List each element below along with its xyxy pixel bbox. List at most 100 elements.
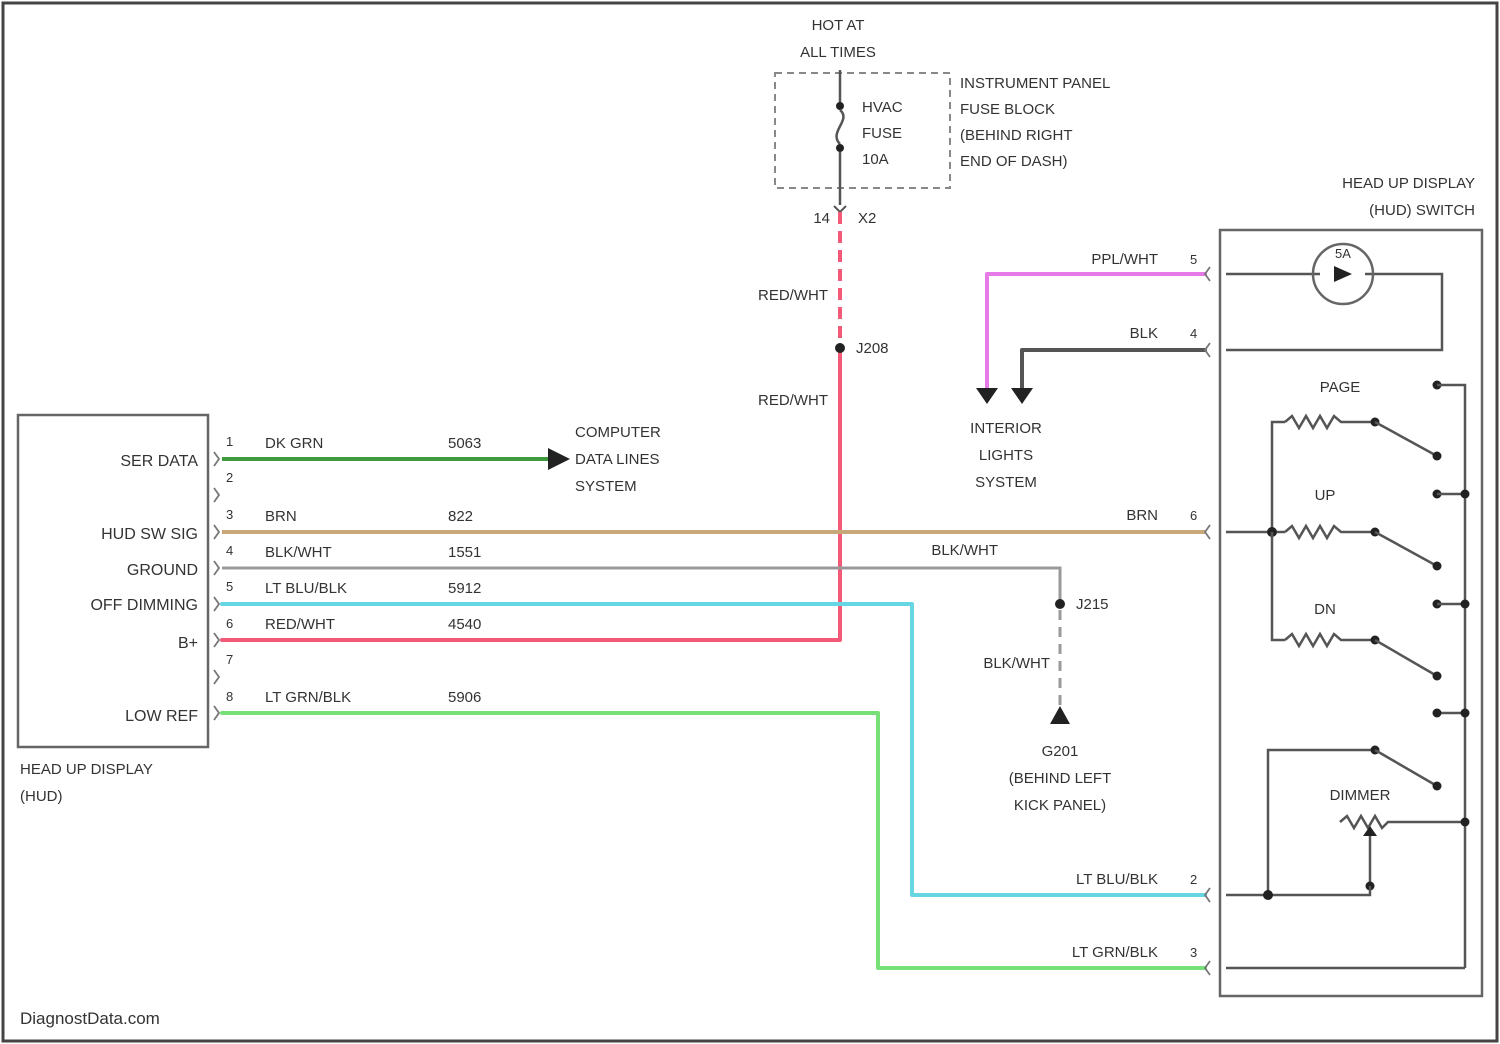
label-pin8-color: LT GRN/BLK xyxy=(265,689,351,706)
dimmer-potentiometer-icon xyxy=(1340,816,1465,828)
label-pin8-circuit: 5906 xyxy=(448,689,481,706)
switch-title-line1: HEAD UP DISPLAY xyxy=(1342,175,1475,192)
hud-pin-1: 1 xyxy=(226,434,233,449)
arrow-to-computer-icon xyxy=(548,448,570,470)
wire-labels: DK GRN 5063 BRN 822 BLK/WHT 1551 LT BLU/… xyxy=(265,287,1109,706)
label-ground-bottom: BLK/WHT xyxy=(983,655,1050,672)
label-splice-j208: J208 xyxy=(856,340,889,357)
interior-lights-line2: LIGHTS xyxy=(979,447,1033,464)
switch-contact-dimmer xyxy=(1375,750,1437,786)
label-pin6-circuit: 4540 xyxy=(448,616,481,633)
fuse-name-line1: HVAC xyxy=(862,99,903,116)
hud-switch: HEAD UP DISPLAY (HUD) SWITCH PPL/WHT 5 B… xyxy=(1072,175,1482,996)
switch-wire-lt-blu-blk: LT BLU/BLK xyxy=(1076,871,1158,888)
ground-g201: G201 (BEHIND LEFT KICK PANEL) xyxy=(1009,706,1112,814)
switch-wire-blk: BLK xyxy=(1130,325,1158,342)
fuse-connector: X2 xyxy=(858,210,876,227)
hud-signal-b-plus: B+ xyxy=(178,635,198,652)
label-pin5-color: LT BLU/BLK xyxy=(265,580,347,597)
hud-signal-ground: GROUND xyxy=(127,562,198,579)
resistor-up-icon xyxy=(1285,526,1375,538)
label-pin4-color: BLK/WHT xyxy=(265,544,332,561)
splice-j208-dot xyxy=(835,343,845,353)
hud-signal-off-dimming: OFF DIMMING xyxy=(90,597,198,614)
switch-button-dimmer: DIMMER xyxy=(1330,787,1391,804)
switch-contact-dn xyxy=(1375,640,1437,676)
interior-lights-line3: SYSTEM xyxy=(975,474,1037,491)
hud-component: HEAD UP DISPLAY (HUD) SER DATA HUD SW SI… xyxy=(18,415,233,805)
switch-connector-terminals xyxy=(1205,267,1210,975)
ground-location-line2: KICK PANEL) xyxy=(1014,797,1106,814)
ground-location-line1: (BEHIND LEFT xyxy=(1009,770,1112,787)
fuse-location-line1: INSTRUMENT PANEL xyxy=(960,75,1110,92)
label-pin1-color: DK GRN xyxy=(265,435,323,452)
label-red-wht-lower: RED/WHT xyxy=(758,392,828,409)
interior-lights-line1: INTERIOR xyxy=(970,420,1042,437)
switch-pin-5: 5 xyxy=(1190,252,1197,267)
watermark: DiagnostData.com xyxy=(20,1009,160,1028)
label-pin6-color: RED/WHT xyxy=(265,616,335,633)
switch-title-line2: (HUD) SWITCH xyxy=(1369,202,1475,219)
wire-ppl-wht xyxy=(987,274,1205,388)
label-pin1-circuit: 5063 xyxy=(448,435,481,452)
hud-signal-hud-sw-sig: HUD SW SIG xyxy=(101,526,198,543)
switch-wire-ppl-wht: PPL/WHT xyxy=(1091,251,1158,268)
hud-pin-8: 8 xyxy=(226,689,233,704)
lamp-rating: 5A xyxy=(1335,246,1351,261)
switch-button-page: PAGE xyxy=(1320,379,1361,396)
fuse-hot-line2: ALL TIMES xyxy=(800,44,876,61)
hud-pin-4: 4 xyxy=(226,543,233,558)
hud-pin-3: 3 xyxy=(226,507,233,522)
computer-data-lines-line2: DATA LINES xyxy=(575,451,659,468)
switch-pin-3: 3 xyxy=(1190,945,1197,960)
hud-title-line2: (HUD) xyxy=(20,788,63,805)
hud-pin-5: 5 xyxy=(226,579,233,594)
label-pin5-circuit: 5912 xyxy=(448,580,481,597)
wire-blk-wht-top xyxy=(222,568,1060,600)
switch-pin-4: 4 xyxy=(1190,326,1197,341)
switch-pin-6: 6 xyxy=(1190,508,1197,523)
hud-signal-ser-data: SER DATA xyxy=(120,453,198,470)
wire-blk xyxy=(1022,350,1205,388)
fuse-location-line4: END OF DASH) xyxy=(960,153,1068,170)
arrow-interior-2-icon xyxy=(1011,388,1033,404)
fuse-name-line2: FUSE xyxy=(862,125,902,142)
switch-pin-2: 2 xyxy=(1190,872,1197,887)
label-pin4-circuit: 1551 xyxy=(448,544,481,561)
hud-pin-2: 2 xyxy=(226,470,233,485)
ground-name: G201 xyxy=(1042,743,1079,760)
fuse-block: HOT AT ALL TIMES HVAC FUSE 10A INSTRUMEN… xyxy=(775,17,1110,227)
label-splice-j215: J215 xyxy=(1076,596,1109,613)
switch-wire-lt-grn-blk: LT GRN/BLK xyxy=(1072,944,1158,961)
resistor-page-icon xyxy=(1285,416,1375,428)
fuse-location-line2: FUSE BLOCK xyxy=(960,101,1055,118)
switch-button-dn: DN xyxy=(1314,601,1336,618)
fuse-rating: 10A xyxy=(862,151,889,168)
hud-connector-terminals xyxy=(214,452,219,720)
resistor-dn-icon xyxy=(1285,634,1375,646)
fuse-location-line3: (BEHIND RIGHT xyxy=(960,127,1073,144)
destinations: COMPUTER DATA LINES SYSTEM INTERIOR LIGH… xyxy=(575,420,1042,495)
computer-data-lines-line3: SYSTEM xyxy=(575,478,637,495)
ground-icon xyxy=(1050,706,1070,724)
label-red-wht-upper: RED/WHT xyxy=(758,287,828,304)
label-pin3-circuit: 822 xyxy=(448,508,473,525)
switch-contact-up xyxy=(1375,532,1437,566)
label-ground-top: BLK/WHT xyxy=(931,542,998,559)
label-pin3-color: BRN xyxy=(265,508,297,525)
switch-contact-page xyxy=(1375,422,1437,456)
computer-data-lines-line1: COMPUTER xyxy=(575,424,661,441)
fuse-pin-number: 14 xyxy=(813,210,830,227)
switch-button-up: UP xyxy=(1315,487,1336,504)
hud-signal-low-ref: LOW REF xyxy=(125,708,198,725)
switch-wire-brn: BRN xyxy=(1126,507,1158,524)
hud-title-line1: HEAD UP DISPLAY xyxy=(20,761,153,778)
hud-pin-6: 6 xyxy=(226,616,233,631)
arrow-interior-1-icon xyxy=(976,388,998,404)
wires xyxy=(222,212,1205,968)
fuse-element-icon xyxy=(837,110,844,144)
fuse-hot-line1: HOT AT xyxy=(812,17,865,34)
splice-j215-dot xyxy=(1055,599,1065,609)
hud-pin-7: 7 xyxy=(226,652,233,667)
